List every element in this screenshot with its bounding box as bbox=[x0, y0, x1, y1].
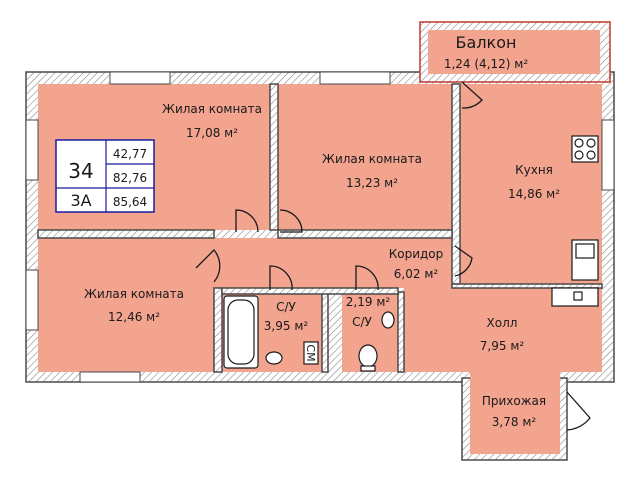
living-3-area: 12,46 м² bbox=[108, 310, 160, 324]
balcony-name: Балкон bbox=[456, 33, 517, 52]
living-2-area: 13,23 м² bbox=[346, 176, 398, 190]
hall-name: Холл bbox=[487, 316, 518, 330]
toilet-icon bbox=[358, 344, 378, 368]
area-total: 82,76 bbox=[113, 171, 147, 185]
kitchen-area: 14,86 м² bbox=[508, 187, 560, 201]
kitchen-name: Кухня bbox=[515, 163, 553, 177]
room-living-3 bbox=[38, 238, 214, 372]
room-entry bbox=[470, 372, 560, 454]
bath-1-name: С/У bbox=[276, 300, 296, 314]
corridor-name: Коридор bbox=[389, 247, 444, 261]
balcony-area: 1,24 (4,12) м² bbox=[444, 57, 528, 71]
bath-2-area: 2,19 м² bbox=[346, 295, 391, 309]
room-labels: Балкон 1,24 (4,12) м² Жилая комната 17,0… bbox=[84, 33, 560, 429]
room-living-2 bbox=[278, 84, 452, 230]
area-with-balcony: 85,64 bbox=[113, 195, 147, 209]
apartment-info-box: 34 3А 42,77 82,76 85,64 bbox=[55, 139, 155, 213]
sink-icon bbox=[265, 351, 283, 365]
rooms bbox=[38, 30, 602, 454]
corridor-area: 6,02 м² bbox=[394, 267, 439, 281]
sink-icon-2 bbox=[381, 311, 395, 329]
windows bbox=[25, 71, 615, 383]
washer-icon bbox=[303, 341, 319, 365]
hall-area: 7,95 м² bbox=[480, 339, 525, 353]
washer-label: СМ bbox=[304, 344, 317, 361]
living-3-name: Жилая комната bbox=[84, 287, 184, 301]
entry-area: 3,78 м² bbox=[492, 415, 537, 429]
room-corridor bbox=[214, 238, 460, 288]
living-1-name: Жилая комната bbox=[162, 102, 262, 116]
entry-name: Прихожая bbox=[482, 394, 546, 408]
bath-2-name: С/У bbox=[352, 315, 372, 329]
door-swings bbox=[195, 81, 591, 431]
fixtures bbox=[223, 135, 599, 372]
room-balcony bbox=[428, 30, 600, 74]
bath-1-area: 3,95 м² bbox=[264, 319, 309, 333]
apartment-number: 34 bbox=[68, 159, 93, 183]
area-living: 42,77 bbox=[113, 147, 147, 161]
living-2-name: Жилая комната bbox=[322, 152, 422, 166]
living-1-area: 17,08 м² bbox=[186, 126, 238, 140]
interior-walls bbox=[37, 83, 603, 373]
apartment-type: 3А bbox=[70, 191, 91, 210]
